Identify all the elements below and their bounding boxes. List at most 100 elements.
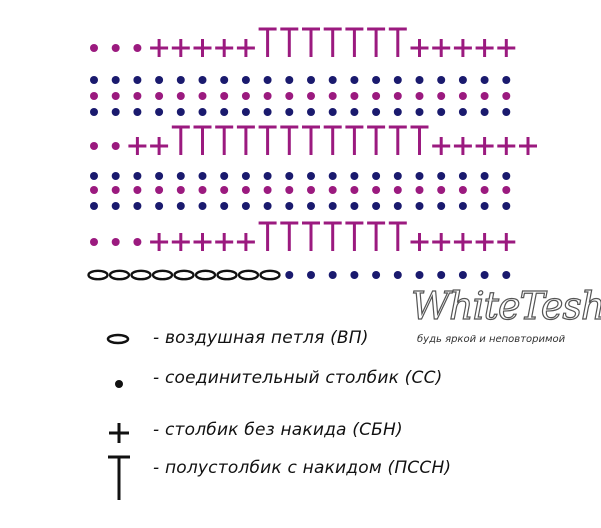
slip-stitch-symbol [307, 172, 315, 180]
half-double-crochet-symbol [323, 27, 342, 57]
slip-stitch-symbol [90, 142, 98, 150]
slip-stitch-symbol [480, 271, 489, 279]
half-double-crochet-symbol [258, 125, 277, 155]
legend-item-chain: - воздушная петля (ВП) [0, 322, 601, 362]
slip-stitch-symbol [263, 172, 272, 180]
slip-stitch-symbol [220, 76, 229, 84]
slip-stitch-symbol [415, 92, 424, 100]
half-double-crochet-symbol [193, 125, 212, 155]
slip-stitch-symbol [176, 172, 185, 180]
half-double-crochet-symbol [280, 221, 299, 251]
single-crochet-symbol [432, 137, 451, 155]
legend-label: - воздушная петля (ВП) [153, 328, 369, 348]
slip-stitch-symbol [372, 271, 381, 279]
slip-stitch-symbol [155, 202, 164, 210]
slip-stitch-symbol [241, 186, 250, 194]
single-crochet-symbol [150, 39, 169, 57]
slip-stitch-symbol [198, 76, 207, 84]
slip-stitch-symbol [111, 108, 120, 116]
slip-stitch-symbol [155, 76, 164, 84]
slip-stitch-symbol [241, 108, 250, 116]
half-double-crochet-symbol [388, 27, 407, 57]
slip-stitch-symbol [198, 92, 207, 100]
single-crochet-symbol [128, 137, 147, 155]
watermark-title: WhiteTesh [410, 283, 601, 328]
chain-loop-symbol [173, 269, 195, 281]
slip-stitch-symbol [350, 172, 359, 180]
slip-stitch-symbol [220, 186, 229, 194]
slip-stitch-symbol [415, 186, 424, 194]
single-crochet-symbol [236, 233, 255, 251]
chain-loop-symbol [237, 269, 260, 281]
slip-stitch-symbol [285, 186, 294, 194]
legend-item-half-double: - полустолбик с накидом (ПССН) [0, 452, 601, 500]
single-crochet-symbol [410, 233, 429, 251]
single-crochet-symbol [171, 233, 190, 251]
slip-stitch-symbol [458, 108, 467, 116]
slip-stitch-symbol [90, 44, 98, 52]
slip-stitch-symbol [502, 92, 511, 100]
slip-stitch-symbol [350, 271, 359, 279]
half-double-crochet-symbol [302, 125, 320, 155]
slip-stitch-symbol [198, 186, 207, 194]
slip-stitch-symbol [220, 172, 229, 180]
slip-stitch-symbol [111, 186, 120, 194]
slip-stitch-symbol [176, 76, 185, 84]
half-double-crochet-symbol [388, 221, 407, 251]
legend-label: - полустолбик с накидом (ПССН) [153, 458, 452, 478]
slip-stitch-symbol [372, 172, 381, 180]
slip-stitch-symbol [350, 76, 359, 84]
slip-stitch-symbol [176, 92, 185, 100]
slip-stitch-symbol [502, 202, 511, 210]
slip-stitch-symbol [328, 92, 337, 100]
slip-stitch-symbol [480, 76, 489, 84]
half-double-crochet-symbol [258, 221, 277, 251]
slip-stitch-symbol [328, 202, 337, 210]
slip-stitch-symbol [415, 271, 424, 279]
single-crochet-symbol [171, 39, 190, 57]
slip-stitch-dot-icon [115, 380, 123, 388]
slip-stitch-symbol [350, 108, 359, 116]
slip-stitch-symbol [133, 92, 142, 100]
slip-stitch-symbol [133, 202, 142, 210]
slip-stitch-symbol [502, 172, 511, 180]
slip-stitch-symbol [372, 92, 381, 100]
slip-stitch-symbol [458, 92, 467, 100]
half-double-crochet-symbol [215, 125, 234, 155]
half-double-crochet-symbol [171, 125, 190, 155]
slip-stitch-symbol [415, 172, 424, 180]
slip-stitch-symbol [285, 92, 294, 100]
slip-stitch-symbol [393, 186, 402, 194]
slip-stitch-symbol [90, 76, 98, 84]
slip-stitch-symbol [372, 108, 381, 116]
slip-stitch-symbol [480, 172, 489, 180]
slip-stitch-symbol [393, 172, 402, 180]
slip-stitch-symbol [458, 186, 467, 194]
single-crochet-symbol [475, 39, 494, 57]
slip-stitch-symbol [111, 92, 120, 100]
slip-stitch-symbol [307, 186, 315, 194]
slip-stitch-symbol [155, 186, 164, 194]
chain-loop-symbol [259, 269, 281, 281]
slip-stitch-symbol [198, 202, 207, 210]
half-double-crochet-symbol [280, 27, 299, 57]
slip-stitch-symbol [90, 172, 98, 180]
slip-stitch-symbol [307, 202, 315, 210]
slip-stitch-symbol [220, 202, 229, 210]
chain-loop-symbol [194, 269, 217, 281]
slip-stitch-symbol [502, 108, 511, 116]
half-double-crochet-symbol [410, 125, 429, 155]
single-crochet-symbol [475, 233, 494, 251]
slip-stitch-symbol [437, 202, 446, 210]
slip-stitch-symbol [155, 108, 164, 116]
slip-stitch-symbol [90, 92, 98, 100]
slip-stitch-symbol [220, 108, 229, 116]
slip-stitch-symbol [502, 271, 511, 279]
chain-loop-symbol [130, 269, 152, 281]
slip-stitch-symbol [133, 76, 142, 84]
slip-stitch-symbol [502, 76, 511, 84]
half-double-crochet-symbol [345, 221, 364, 251]
single-crochet-symbol [193, 39, 212, 57]
half-double-crochet-symbol [323, 221, 342, 251]
slip-stitch-symbol [263, 92, 272, 100]
